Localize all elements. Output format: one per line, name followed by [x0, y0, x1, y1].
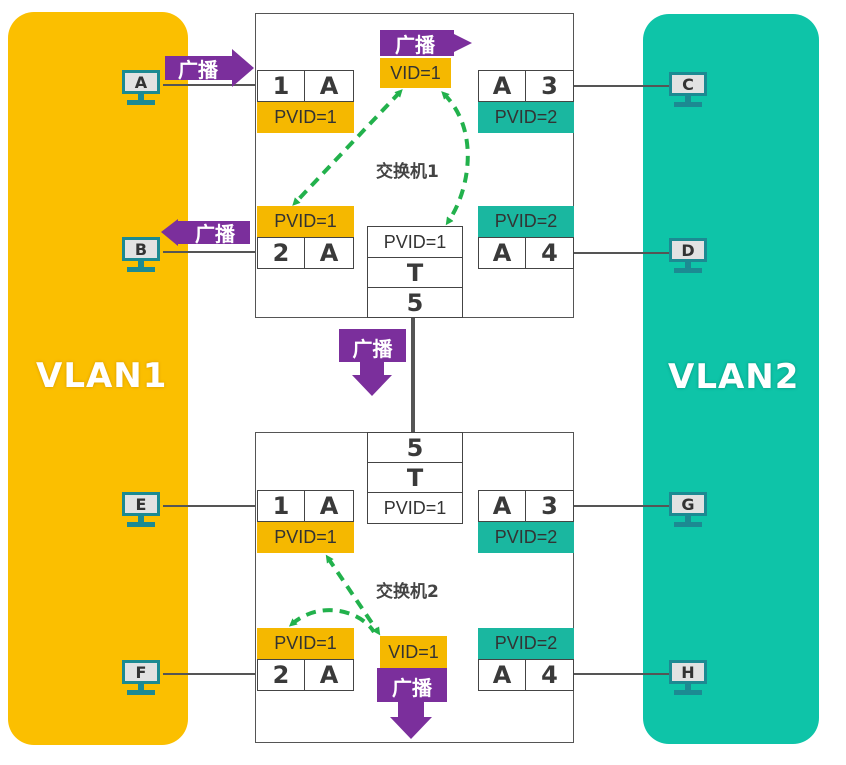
- switch1-name: 交换机1: [376, 162, 439, 182]
- switch1-port3-number: 3: [525, 70, 574, 102]
- switch2-vid: VID=1: [380, 636, 447, 668]
- switch2-name: 交换机2: [376, 582, 439, 602]
- broadcast-label-5: 广播: [392, 675, 432, 700]
- vlan2-region: [643, 14, 819, 744]
- host-b-icon[interactable]: B: [121, 237, 161, 275]
- switch2-port5-mode: T: [367, 462, 463, 493]
- host-d-label: D: [669, 238, 707, 262]
- switch1-port2-number: 2: [257, 237, 305, 269]
- switch1-port3-pvid: PVID=2: [478, 102, 574, 133]
- switch1-port3-mode: A: [478, 70, 526, 102]
- switch1-port2-pvid: PVID=1: [257, 206, 354, 237]
- switch2-port2-pvid: PVID=1: [257, 628, 354, 659]
- host-e-label: E: [122, 492, 160, 516]
- switch1-vid: VID=1: [380, 58, 451, 88]
- host-e-icon[interactable]: E: [121, 492, 161, 530]
- link-a: [163, 84, 255, 86]
- switch2-port3-number: 3: [525, 490, 574, 522]
- host-f-label: F: [122, 660, 160, 684]
- host-h-label: H: [669, 660, 707, 684]
- link-b: [163, 251, 255, 253]
- switch1-port5-pvid: PVID=1: [367, 226, 463, 258]
- vlan1-label: VLAN1: [36, 356, 168, 396]
- switch2-port5-number: 5: [367, 432, 463, 463]
- switch2-port1-mode: A: [304, 490, 354, 522]
- switch1-port4-mode: A: [478, 237, 526, 269]
- link-c: [574, 85, 670, 87]
- switch2-port2-number: 2: [257, 659, 305, 691]
- link-e: [163, 505, 255, 507]
- switch2-port1-pvid: PVID=1: [257, 522, 354, 553]
- link-h: [574, 673, 670, 675]
- host-g-icon[interactable]: G: [668, 492, 708, 530]
- broadcast-label-4: 广播: [352, 336, 393, 361]
- switch2-port4-pvid: PVID=2: [478, 628, 574, 659]
- switch2-port5-pvid: PVID=1: [367, 492, 463, 524]
- link-g: [574, 505, 670, 507]
- vlan2-label: VLAN2: [668, 357, 800, 397]
- broadcast-label-3: 广播: [195, 222, 235, 246]
- switch2-port3-mode: A: [478, 490, 526, 522]
- switch2-port1-number: 1: [257, 490, 305, 522]
- switch2-port4-number: 4: [525, 659, 574, 691]
- host-h-icon[interactable]: H: [668, 660, 708, 698]
- switch2-port4-mode: A: [478, 659, 526, 691]
- host-g-label: G: [669, 492, 707, 516]
- vlan1-region: [8, 12, 188, 745]
- host-d-icon[interactable]: D: [668, 238, 708, 276]
- host-a-icon[interactable]: A: [121, 70, 161, 108]
- switch2-port3-pvid: PVID=2: [478, 522, 574, 553]
- link-f: [163, 673, 255, 675]
- host-c-label: C: [669, 72, 707, 96]
- host-b-label: B: [122, 237, 160, 261]
- switch2-port2-mode: A: [304, 659, 354, 691]
- switch1-port2-mode: A: [304, 237, 354, 269]
- switch1-port4-pvid: PVID=2: [478, 206, 574, 237]
- switch1-port1-mode: A: [304, 70, 354, 102]
- trunk-link: [411, 318, 415, 432]
- switch1-port4-number: 4: [525, 237, 574, 269]
- switch1-port1-pvid: PVID=1: [257, 102, 354, 133]
- host-f-icon[interactable]: F: [121, 660, 161, 698]
- broadcast-label-1: 广播: [178, 57, 218, 82]
- switch1-port1-number: 1: [257, 70, 305, 102]
- host-c-icon[interactable]: C: [668, 72, 708, 110]
- switch1-port5-number: 5: [367, 287, 463, 318]
- host-a-label: A: [122, 70, 160, 94]
- switch1-port5-mode: T: [367, 257, 463, 288]
- broadcast-label-2: 广播: [395, 32, 435, 57]
- link-d: [574, 252, 670, 254]
